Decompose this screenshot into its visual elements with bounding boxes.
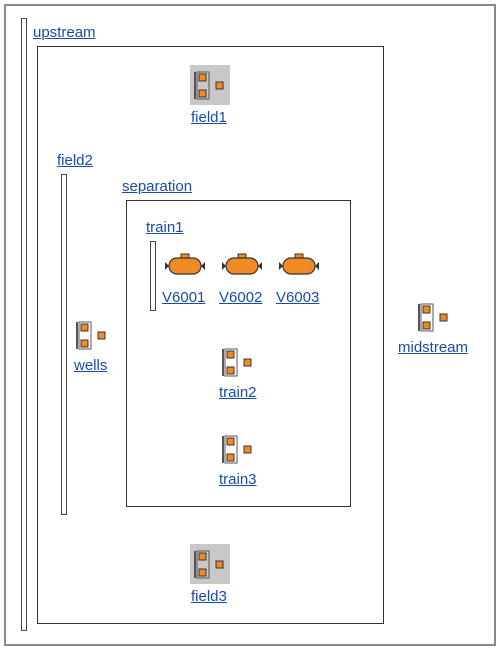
vessel-v6002-link[interactable]: V6002	[219, 289, 263, 306]
wells-link[interactable]: wells	[74, 357, 108, 374]
field1-link[interactable]: field1	[191, 109, 227, 126]
midstream-link[interactable]: midstream	[398, 339, 469, 356]
separation-container	[126, 200, 351, 507]
train2-node-icon[interactable]	[218, 342, 258, 382]
vessel-icon[interactable]	[278, 253, 320, 279]
vessel-v6001-link[interactable]: V6001	[162, 289, 206, 306]
train2-link[interactable]: train2	[219, 384, 257, 401]
train1-collapse-bar[interactable]	[150, 241, 156, 311]
upstream-link[interactable]: upstream	[33, 24, 96, 41]
field1-node-icon[interactable]	[190, 65, 230, 105]
vessel-v6003-link[interactable]: V6003	[276, 289, 320, 306]
train1-link[interactable]: train1	[146, 219, 184, 236]
field3-node-icon[interactable]	[190, 544, 230, 584]
train3-node-icon[interactable]	[218, 429, 258, 469]
wells-node-icon[interactable]	[72, 315, 112, 355]
field2-collapse-bar[interactable]	[61, 174, 67, 515]
vessel-icon[interactable]	[221, 253, 263, 279]
field2-link[interactable]: field2	[57, 152, 93, 169]
separation-link[interactable]: separation	[122, 178, 193, 195]
midstream-node-icon[interactable]	[414, 297, 454, 337]
upstream-collapse-bar[interactable]	[21, 18, 27, 631]
vessel-icon[interactable]	[164, 253, 206, 279]
field3-link[interactable]: field3	[191, 588, 227, 605]
train3-link[interactable]: train3	[219, 471, 257, 488]
